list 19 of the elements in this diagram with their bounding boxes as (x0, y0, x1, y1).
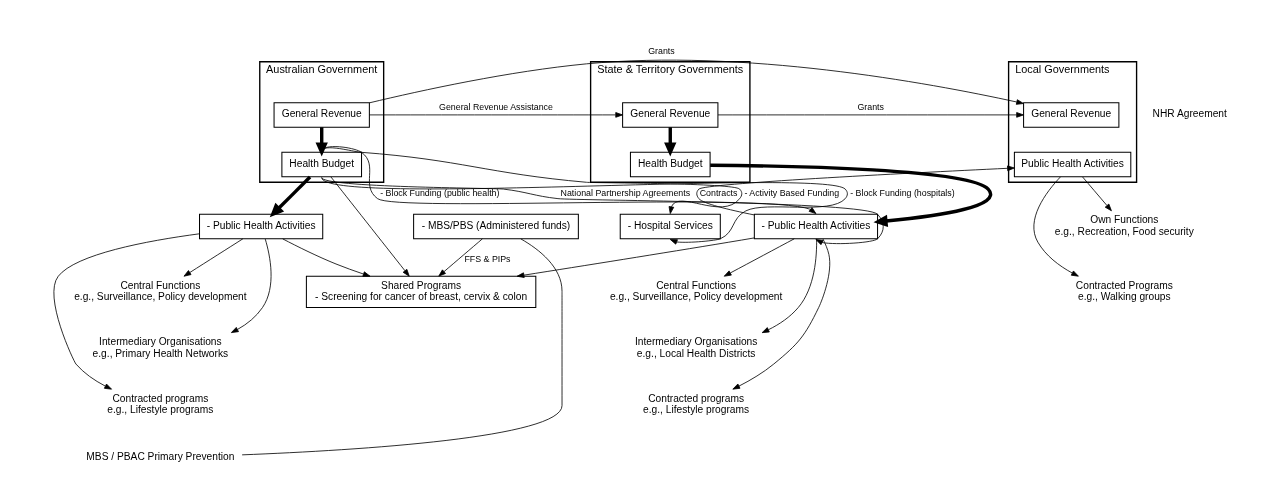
node-text: Own Functions e.g., Recreation, Food security (1054, 214, 1194, 237)
edge-label: - Activity Based Funding (743, 188, 839, 199)
edge-label: National Partnership Agreements (560, 188, 690, 199)
node-text: Central Functions e.g., Surveillance, Policy development (73, 279, 247, 303)
edge-label: General Revenue Assistance (438, 102, 553, 113)
node-text: Contracted programs e.g., Lifestyle programs (106, 392, 213, 416)
node-text: Central Functions e.g., Surveillance, Policy development (609, 279, 782, 303)
edge-label: - Block Funding (public health) (379, 188, 499, 199)
node-text: Intermediary Organisations e.g., Primary Health Networks (92, 336, 228, 359)
node-text: MBS / PBAC Primary Prevention (85, 451, 234, 463)
node-text: Contracted programs e.g., Lifestyle programs (642, 392, 749, 416)
node-text: Intermediary Organisations e.g., Local Health Districts (634, 336, 757, 359)
label: NHR Agreement (1152, 108, 1227, 120)
edge-label: Contracts (699, 188, 737, 199)
edge-label: - Block Funding (hospitals) (849, 188, 955, 199)
node-text: Contracted Programs e.g., Walking groups (1075, 279, 1173, 303)
edge-label: Grants (647, 45, 675, 56)
edge-label: Grants (857, 102, 884, 113)
edge-label: FFS & PIPs (463, 253, 511, 264)
